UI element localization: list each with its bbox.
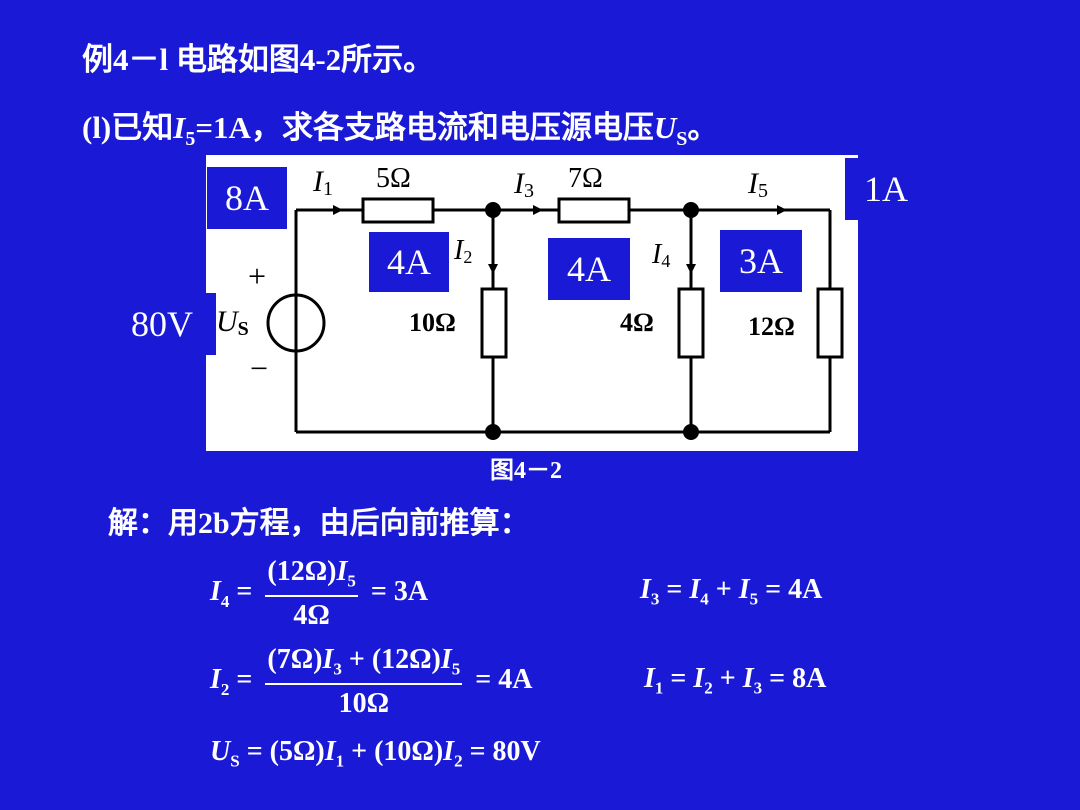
question-var2-sub: S: [676, 128, 688, 151]
answer-us: 80V: [108, 293, 216, 355]
label-r2: 10Ω: [409, 308, 456, 337]
label-i3: I3: [513, 167, 534, 202]
figure-caption: 图4－2: [490, 458, 562, 484]
answer-i4: 3A: [720, 230, 802, 292]
node-top-1: [485, 202, 501, 218]
label-i4: I4: [651, 239, 670, 271]
label-i1: I1: [312, 165, 333, 200]
circuit-figure: I1 5Ω I3 7Ω I5 I2 I4 10Ω 4Ω 12Ω US + −: [206, 155, 858, 451]
label-r5: 12Ω: [748, 312, 795, 341]
label-plus: +: [248, 258, 266, 294]
resistor-12ohm: [816, 287, 844, 359]
resistor-10ohm: [480, 287, 508, 359]
answer-i1: 8A: [207, 167, 287, 229]
node-top-2: [683, 202, 699, 218]
node-bottom-1: [485, 424, 501, 440]
question-var2: U: [653, 110, 677, 145]
label-i5: I5: [747, 167, 768, 202]
question-text: (l)已知I5=1A，求各支路电流和电压源电压US。: [82, 102, 718, 151]
label-r1: 5Ω: [376, 163, 411, 194]
label-minus: −: [250, 350, 268, 386]
node-bottom-2: [683, 424, 699, 440]
resistor-5ohm: [361, 197, 435, 224]
resistor-7ohm: [557, 197, 631, 224]
equation-us: US = (5Ω)I1 + (10Ω)I2 = 80V: [210, 736, 541, 771]
label-r3: 7Ω: [568, 163, 603, 194]
answer-i5: 1A: [845, 158, 927, 220]
label-r4: 4Ω: [620, 308, 654, 337]
question-suffix: 。: [687, 110, 719, 145]
circuit-diagram: I1 5Ω I3 7Ω I5 I2 I4 10Ω 4Ω 12Ω US + −: [216, 163, 844, 440]
question-var-sub: 5: [185, 128, 196, 151]
equation-i3: I3 = I4 + I5 = 4A: [640, 574, 823, 609]
label-i2: I2: [453, 235, 472, 267]
question-prefix: (l)已知: [82, 110, 174, 145]
question-var: I: [173, 110, 186, 145]
label-us: US: [216, 305, 249, 340]
slide-title: 例4－l 电路如图4-2所示。: [82, 42, 435, 77]
answer-i3: 4A: [548, 238, 630, 300]
resistor-4ohm: [677, 287, 705, 359]
question-middle: =1A，求各支路电流和电压源电压: [195, 110, 654, 145]
solution-heading: 解：用2b方程，由后向前推算：: [108, 507, 530, 540]
equation-i1: I1 = I2 + I3 = 8A: [644, 663, 827, 698]
answer-i2: 4A: [369, 232, 449, 292]
